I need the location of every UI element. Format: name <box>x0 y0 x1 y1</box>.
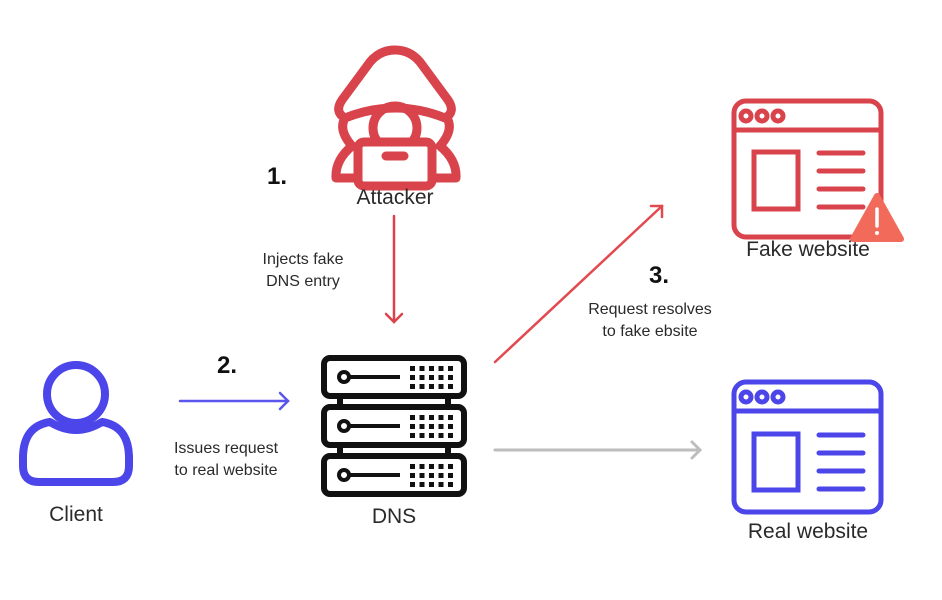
step-3-line-2: to fake ebsite <box>602 323 698 340</box>
server-led-dot <box>438 375 444 380</box>
server-led-dot <box>429 482 434 487</box>
server-led-dot <box>419 482 425 487</box>
server-led-dot <box>438 366 444 371</box>
server-led-dot <box>448 482 453 487</box>
server-led-dot <box>438 433 444 438</box>
warning-icon <box>850 193 904 242</box>
attacker-label: Attacker <box>356 186 434 209</box>
step-3-number: 3. <box>648 262 669 289</box>
real-website-label: Real website <box>747 520 869 543</box>
server-led-dot <box>429 375 434 380</box>
step-2-description: Issues request to real website <box>156 438 296 482</box>
dns-label: DNS <box>371 505 417 528</box>
server-led-dot <box>410 473 415 478</box>
server-led-dot <box>438 415 444 420</box>
server-led-dot <box>410 366 415 371</box>
server-led-grid <box>410 366 453 487</box>
server-led-dot <box>448 375 453 380</box>
step-2-line-2: to real website <box>174 462 278 479</box>
server-led-dot <box>419 384 425 389</box>
server-led-dot <box>429 415 434 420</box>
fake-browser-window-icon <box>731 98 884 240</box>
server-led-dot <box>429 433 434 438</box>
server-led-dot <box>429 384 434 389</box>
server-led-dot <box>410 433 415 438</box>
server-led-dot <box>410 375 415 380</box>
step-2-line-1: Issues request <box>173 440 279 457</box>
server-led-dot <box>410 424 415 429</box>
step-1-line-1: Injects fake <box>262 251 344 268</box>
step-1-description: Injects fake DNS entry <box>240 249 366 293</box>
fake-website-label: Fake website <box>746 238 870 261</box>
server-led-dot <box>419 424 425 429</box>
step-3-description: Request resolves to fake ebsite <box>566 299 734 343</box>
server-led-dot <box>438 384 444 389</box>
server-led-dot <box>410 464 415 469</box>
server-led-dot <box>410 384 415 389</box>
server-led-dot <box>429 424 434 429</box>
arrow-dns-to-real-website <box>493 440 703 460</box>
real-browser-window-icon <box>731 379 884 515</box>
server-led-dot <box>410 482 415 487</box>
server-led-dot <box>448 473 453 478</box>
server-led-dot <box>429 464 434 469</box>
server-led-dot <box>429 366 434 371</box>
step-3-line-1: Request resolves <box>588 301 712 318</box>
client-label: Client <box>49 503 103 526</box>
server-led-dot <box>419 375 425 380</box>
step-2-number: 2. <box>216 352 237 379</box>
server-led-dot <box>419 473 425 478</box>
server-stack-icon <box>321 355 467 497</box>
step-1-number: 1. <box>266 163 287 190</box>
server-led-dot <box>429 473 434 478</box>
server-led-dot <box>419 433 425 438</box>
step-1-line-2: DNS entry <box>266 273 340 290</box>
server-led-dot <box>419 415 425 420</box>
server-led-dot <box>448 415 453 420</box>
server-led-dot <box>410 415 415 420</box>
user-icon <box>19 361 133 486</box>
hooded-hacker-icon <box>331 45 461 191</box>
server-led-dot <box>419 464 425 469</box>
server-led-dot <box>448 464 453 469</box>
server-led-dot <box>438 473 444 478</box>
server-led-dot <box>448 384 453 389</box>
server-led-dot <box>438 482 444 487</box>
server-led-dot <box>438 464 444 469</box>
arrow-attacker-to-dns <box>384 214 404 324</box>
server-led-dot <box>438 424 444 429</box>
server-led-dot <box>448 433 453 438</box>
server-led-dot <box>448 424 453 429</box>
server-led-dot <box>448 366 453 371</box>
arrow-dns-to-fake-website <box>493 204 664 364</box>
server-led-dot <box>419 366 425 371</box>
arrow-client-to-dns <box>178 391 290 411</box>
